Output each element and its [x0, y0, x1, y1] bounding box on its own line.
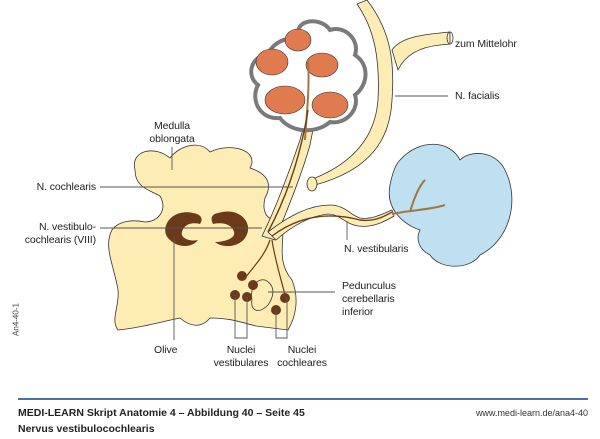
- vestibular-labyrinth: [388, 143, 513, 267]
- footer-subtitle: Nervus vestibulocochlearis: [18, 423, 155, 435]
- label-n-facialis: N. facialis: [455, 90, 500, 102]
- label-nuclei-vest-line1: Nuclei: [226, 344, 256, 356]
- nerve-fibers: [267, 109, 393, 237]
- olive-right: [211, 211, 249, 247]
- label-medulla-oblongata: Medulla oblongata: [140, 120, 204, 146]
- label-nuclei-coch-line1: Nuclei: [287, 344, 317, 356]
- facial-nerve-cut-proximal: [306, 176, 318, 192]
- label-zum-mittelohr: zum Mittelohr: [455, 38, 517, 50]
- label-n-vestibulocochlearis: N. vestibulo- cochlearis (VIII): [0, 221, 96, 247]
- label-vestibulo-line1: N. vestibulo-: [38, 221, 96, 233]
- label-medulla-line2: oblongata: [149, 133, 195, 145]
- label-pedunculus-line2: cerebellaris: [342, 293, 395, 305]
- label-medulla-line1: Medulla: [153, 120, 191, 132]
- label-olive: Olive: [154, 344, 178, 356]
- label-pedunculus-line3: inferior: [342, 306, 374, 318]
- label-nuclei-vest-line2: vestibulares: [213, 357, 269, 369]
- facial-nerve-branch: [391, 31, 451, 72]
- footer-url[interactable]: www.medi-learn.de/ana4-40: [475, 408, 588, 418]
- label-pedunculus-line1: Pedunculus: [342, 280, 396, 292]
- label-nuclei-coch-line2: cochleares: [277, 357, 327, 369]
- label-nuclei-vestibulares: Nuclei vestibulares: [210, 344, 272, 370]
- cochlear-nerve-branch: [304, 59, 310, 141]
- label-pedunculus: Pedunculus cerebellaris inferior: [342, 280, 396, 319]
- label-n-vestibularis: N. vestibularis: [344, 243, 409, 255]
- cochlea-lobes: [255, 28, 349, 119]
- facial-nerve-cut-end: [446, 31, 454, 45]
- footer-title: MEDI-LEARN Skript Anatomie 4 – Abbildung…: [18, 407, 305, 419]
- label-nuclei-cochleares: Nuclei cochleares: [272, 344, 332, 370]
- label-vestibulo-line2: cochlearis (VIII): [24, 234, 96, 246]
- leader-lines: [100, 95, 448, 340]
- figure-code: An4-40-1: [11, 303, 21, 336]
- nerve-fibers-to-nuclei: [244, 239, 286, 296]
- footer-rule: [18, 398, 588, 400]
- label-n-cochlearis: N. cochlearis: [36, 181, 96, 193]
- vestibular-nerve-fibers: [391, 179, 446, 215]
